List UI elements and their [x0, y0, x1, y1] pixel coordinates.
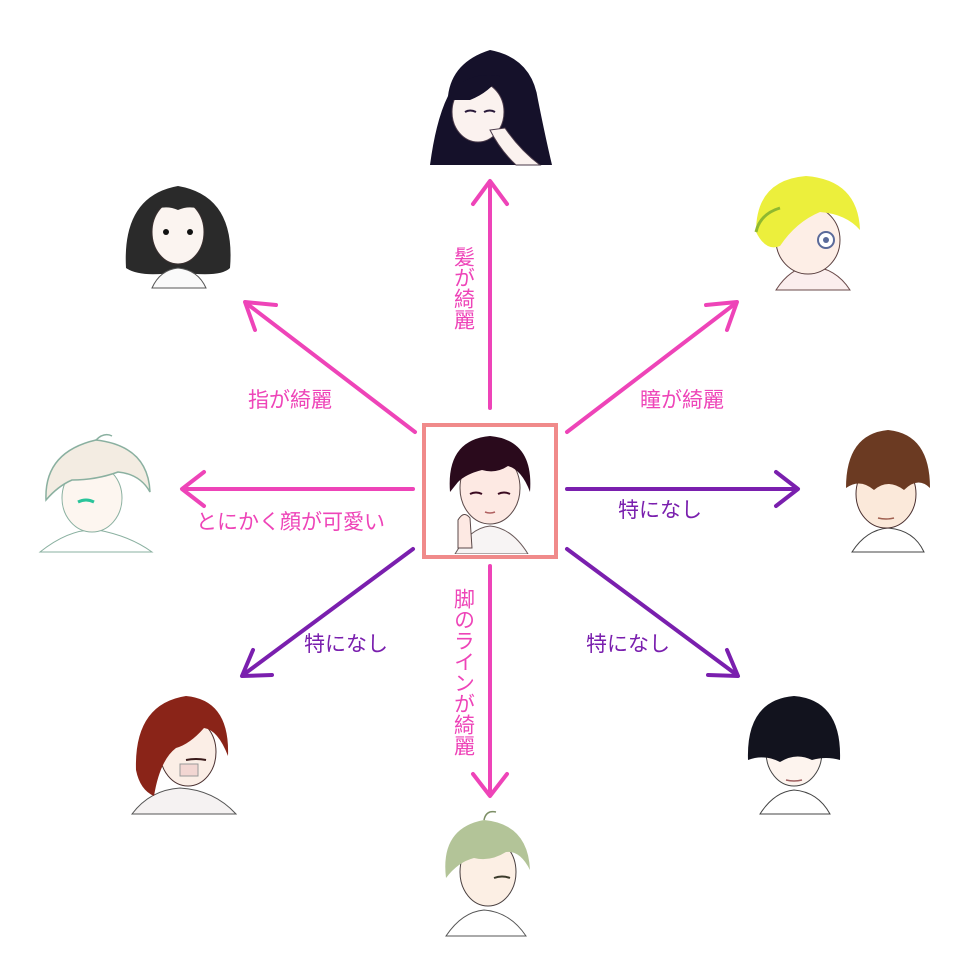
label-top-right: 瞳が綺麗 — [640, 388, 724, 412]
arrow-bottom-left — [240, 547, 415, 678]
arrow-top-left — [243, 300, 417, 434]
portrait-top-right — [754, 176, 860, 291]
arrow-top — [471, 179, 509, 410]
label-left: とにかく顔が可愛い — [196, 510, 385, 534]
arrow-bottom-right — [565, 547, 740, 678]
arrow-top-right — [565, 300, 739, 434]
center-portrait — [422, 423, 558, 559]
portrait-top — [430, 50, 552, 166]
arrow-bottom — [471, 564, 509, 798]
label-bottom-right: 特になし — [586, 632, 670, 656]
arrow-right — [565, 470, 800, 508]
label-bottom-left: 特になし — [304, 632, 388, 656]
portrait-right — [846, 430, 930, 553]
label-right: 特になし — [618, 498, 702, 522]
arrow-left — [180, 470, 415, 508]
portrait-bottom-right — [747, 696, 841, 815]
label-top-left: 指が綺麗 — [248, 388, 332, 412]
portrait-left — [38, 433, 154, 553]
portrait-bottom-left — [130, 696, 238, 815]
portrait-top-left — [125, 186, 231, 289]
label-top: 髪が綺麗 — [451, 246, 476, 330]
portrait-bottom — [445, 810, 530, 937]
label-bottom: 脚のラインが綺麗 — [451, 588, 476, 756]
